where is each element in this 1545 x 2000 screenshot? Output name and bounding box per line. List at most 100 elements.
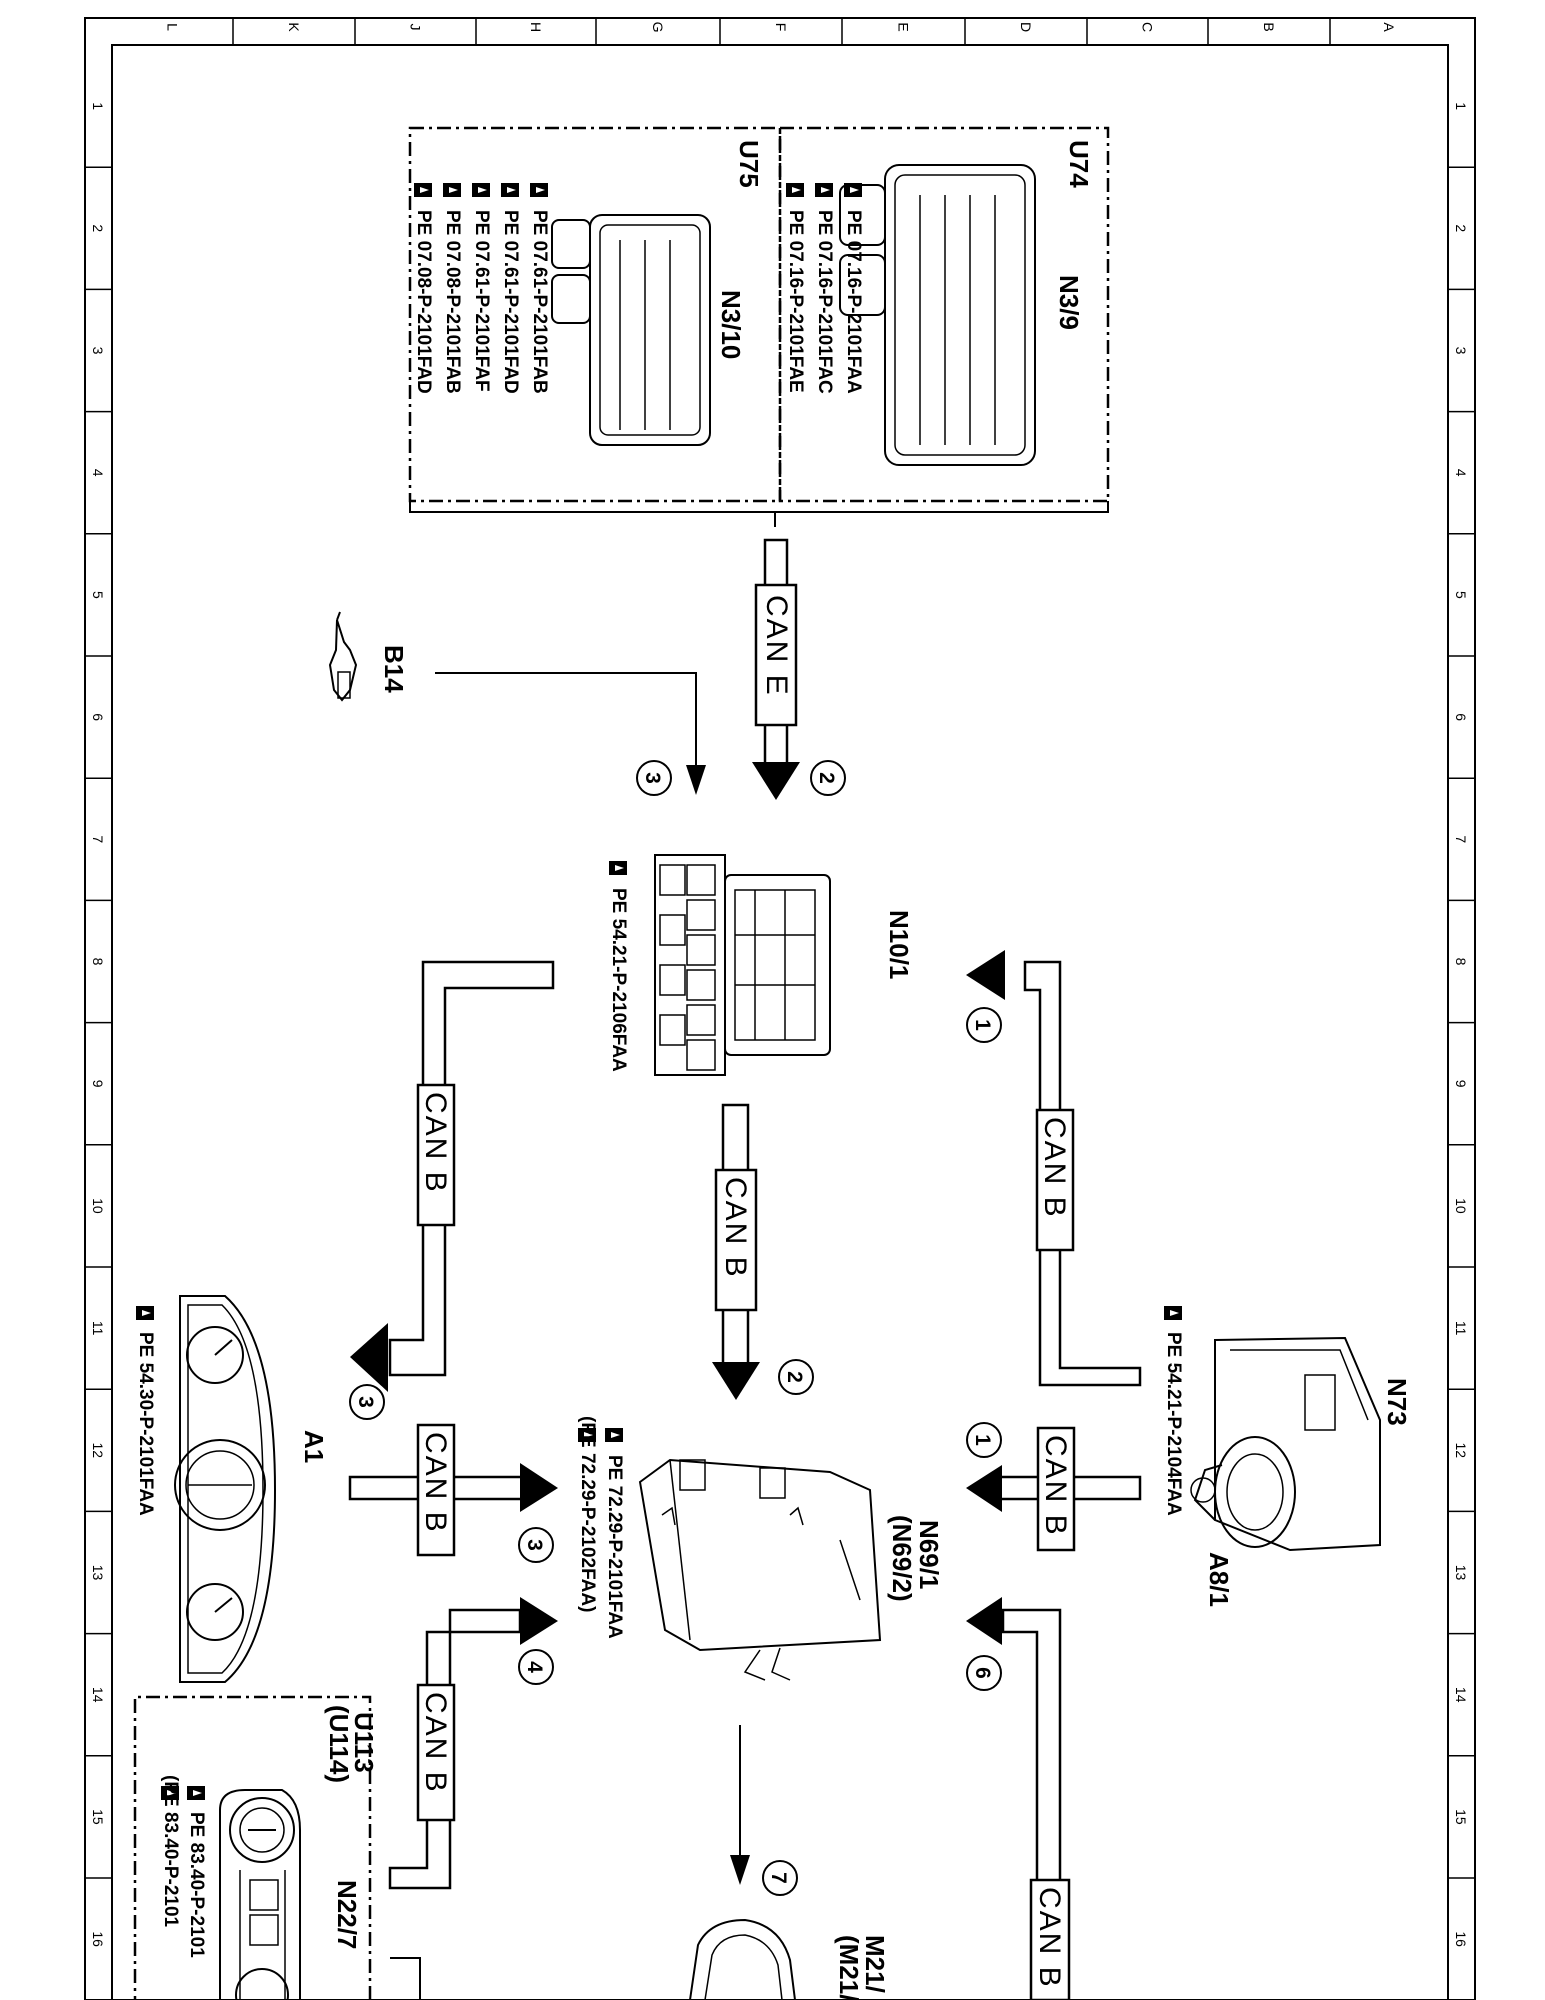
column-marker-g: G: [650, 22, 666, 33]
row-marker-left-1: 1: [90, 102, 106, 110]
can-b-n10-to-n69: CAN B 2: [712, 1103, 814, 1400]
n22-7-label: N22/7: [332, 1880, 362, 1949]
row-marker-right-1: 1: [1453, 102, 1469, 110]
reference-entry: PE 07.16-P-2101FAC: [814, 183, 835, 394]
can-b-label-2: CAN B: [719, 1177, 752, 1279]
row-marker-left-14: 14: [90, 1687, 106, 1703]
column-marker-c: C: [1140, 22, 1156, 32]
row-marker-left-3: 3: [90, 347, 106, 355]
row-marker-left-7: 7: [90, 835, 106, 843]
b14-sensor-icon: [328, 611, 358, 702]
n3-10-ecu-icon: [551, 214, 711, 446]
can-b-label-5: CAN B: [1033, 1887, 1066, 1989]
row-marker-right-9: 9: [1453, 1080, 1469, 1088]
a1-cluster: A1 PE 54.30-P-2101FAA: [135, 1295, 329, 1683]
u113-label: U113: [349, 1712, 379, 1773]
can-b-label-1: CAN B: [419, 1092, 452, 1194]
column-marker-k: K: [286, 22, 302, 32]
column-marker-l: L: [165, 23, 181, 31]
row-marker-right-12: 12: [1453, 1443, 1469, 1459]
reference-text: PE 07.16-P-2101FAE: [785, 210, 806, 393]
n73-module: N73 A8/1 PE 54.21-P-2104FAA: [1163, 1306, 1412, 1607]
u114-label: (U114): [324, 1705, 354, 1783]
row-marker-left-8: 8: [90, 958, 106, 966]
reference-entry: PE 07.16-P-2101FAA: [843, 183, 864, 394]
reference-entry: PE 07.61-P-2101FAB: [529, 183, 550, 394]
row-marker-left-11: 11: [90, 1321, 106, 1336]
can-b-label-3: CAN B: [1038, 1117, 1071, 1219]
can-e-label: CAN E: [760, 595, 793, 697]
n10-1-ref: PE 54.21-P-2106FAA: [608, 888, 629, 1072]
a1-cluster-icon: [174, 1295, 277, 1683]
row-marker-right-13: 13: [1453, 1565, 1469, 1581]
m21-icon: [689, 1918, 796, 2000]
n69-1-module-icon: [638, 1458, 882, 1681]
row-marker-right-3: 3: [1453, 347, 1469, 355]
can-b-n10-to-a1: CAN B 3: [349, 960, 555, 1420]
reference-icon: [443, 183, 461, 197]
reference-icon: [815, 183, 833, 197]
reference-entry: PE 07.16-P-2101FAE: [785, 183, 806, 393]
column-marker-h: H: [528, 22, 544, 32]
n73-label: N73: [1382, 1378, 1412, 1426]
u74-ref-list: PE 07.16-P-2101FAA PE 07.16-P-2101FAC PE 0…: [785, 183, 864, 394]
n10-1-label: N10/1: [884, 910, 914, 979]
reference-text: PE 07.16-P-2101FAC: [814, 210, 835, 394]
m21-label: M21/: [860, 1935, 890, 1993]
n3-9-ecu-icon: [839, 164, 1036, 466]
row-marker-right-15: 15: [1453, 1809, 1469, 1825]
row-marker-right-11: 11: [1453, 1321, 1469, 1336]
reference-text: PE 07.16-P-2101FAA: [843, 210, 864, 394]
row-marker-left-13: 13: [90, 1565, 106, 1581]
n22-7-control-panel-icon: [219, 1789, 301, 2000]
marker-1-n10: 1: [971, 1019, 994, 1031]
marker-1-n69: 1: [971, 1434, 994, 1446]
n69-2-label: (N69/2): [887, 1515, 917, 1602]
n10-1-module-icon: [654, 854, 831, 1076]
reference-text: PE 07.61-P-2101FAB: [529, 210, 550, 394]
reference-entry: PE 07.61-P-2101FAF: [471, 183, 492, 392]
row-marker-right-6: 6: [1453, 713, 1469, 721]
reference-entry: PE 07.61-P-2101FAD: [500, 183, 521, 394]
marker-4: 4: [523, 1661, 546, 1673]
reference-icon: [501, 183, 519, 197]
u75-label: U75: [734, 140, 764, 188]
arrow-to-m21: 7: [730, 1725, 798, 1896]
column-marker-d: D: [1018, 22, 1034, 32]
n3-9-label: N3/9: [1054, 275, 1084, 330]
n3-10-label: N3/10: [716, 290, 746, 359]
a1-label: A1: [299, 1430, 329, 1463]
reference-entry: PE 07.08-P-2101FAD: [413, 183, 434, 394]
n73-ref: PE 54.21-P-2104FAA: [1163, 1332, 1184, 1516]
b14-label: B14: [379, 645, 409, 693]
can-b-n73-to-n69: CAN B 1: [966, 1422, 1142, 1552]
row-marker-right-7: 7: [1453, 835, 1469, 843]
row-marker-right-10: 10: [1453, 1198, 1469, 1214]
reference-text: PE 07.61-P-2101FAF: [471, 210, 492, 392]
marker-2-n69: 2: [783, 1371, 806, 1383]
marker-3-n69: 3: [523, 1539, 546, 1551]
row-marker-left-2: 2: [90, 224, 106, 232]
can-b-label-6: CAN B: [419, 1432, 452, 1534]
row-marker-left-10: 10: [90, 1198, 106, 1214]
u113-ref: PE 83.40-P-2101: [186, 1812, 207, 1958]
u74-label: U74: [1064, 140, 1094, 188]
n69-1-label: N69/1: [914, 1520, 944, 1589]
marker-3-a1: 3: [354, 1396, 377, 1408]
a8-1-label: A8/1: [1204, 1552, 1234, 1607]
a1-ref: PE 54.30-P-2101FAA: [135, 1332, 156, 1516]
row-marker-left-9: 9: [90, 1080, 106, 1088]
b14-sensor: B14 3: [328, 611, 706, 796]
marker-2-top: 2: [815, 772, 838, 784]
row-marker-left-16: 16: [90, 1931, 106, 1947]
n69-1-ref: PE 72.29-P-2101FAA: [604, 1455, 625, 1639]
can-b-n73-to-n10: CAN B 1: [966, 950, 1142, 1387]
u75-ref-list: PE 07.61-P-2101FAB PE 07.61-P-2101FAD PE 0…: [413, 183, 550, 394]
can-e-bus: CAN E 2: [752, 538, 846, 800]
n69-1-module: N69/1 (N69/2) PE 72.29-P-2101FAA (PE 72.…: [577, 1416, 944, 1681]
can-b-label-4: CAN B: [1039, 1435, 1072, 1537]
